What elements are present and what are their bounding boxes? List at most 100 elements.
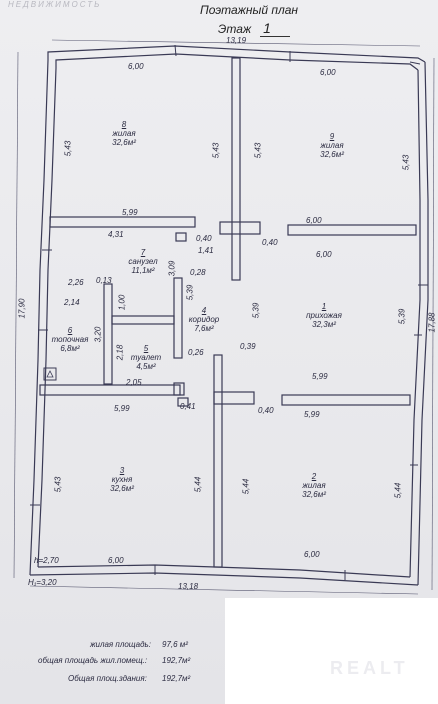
dim-040-c: 0,40 [258, 406, 274, 415]
dim-141: 1,41 [198, 246, 214, 255]
wall-center-lower-block [213, 391, 255, 405]
plan-title: Поэтажный план [200, 3, 299, 17]
outer-wall-bottom [29, 572, 419, 586]
dim-bottom-total: 13,18 [178, 582, 199, 591]
dim-600-top-left: 6,00 [128, 62, 144, 71]
dim-040-b: 0,40 [262, 238, 278, 247]
outer-wall-top [47, 45, 426, 63]
dim-line-top [51, 39, 421, 47]
dim-600-c: 6,00 [316, 250, 332, 259]
dim-539-a: 5,39 [185, 284, 195, 301]
dim-600-bottom-left: 6,00 [108, 556, 124, 565]
room-7: 7 санузел 11,1м² [128, 248, 158, 275]
wall-corridor-left [173, 277, 183, 359]
outer-wall-top-inner [55, 53, 419, 71]
dim-028: 0,28 [190, 268, 206, 277]
dim-226: 2,26 [68, 278, 84, 287]
room-9: 9 жилая 32,6м² [320, 132, 344, 159]
dim-309: 3,09 [167, 260, 177, 277]
dim-013: 0,13 [96, 276, 112, 285]
floor-underline [260, 36, 290, 37]
room-2: 2 жилая 32,6м² [302, 472, 326, 499]
dim-539-c: 5,39 [397, 308, 407, 325]
dim-320: 3,20 [93, 326, 103, 343]
floor-word: Этаж [218, 22, 252, 36]
wall-upper-center [231, 57, 241, 281]
dim-431: 4,31 [108, 230, 124, 239]
room-4: 4 коридор 7,6м² [188, 306, 220, 333]
wall-h-lower-right [281, 394, 411, 406]
wall-jamb-b [173, 382, 185, 396]
room-1: 1 прихожая 32,3м² [306, 302, 342, 329]
room-3: 3 кухня 32,6м² [110, 466, 134, 493]
dim-100: 1,00 [117, 294, 127, 311]
room-5: 5 туалет 4,5м² [130, 344, 162, 371]
window-top-a [174, 44, 177, 57]
floor-number: 1 [263, 20, 271, 36]
summary-total-bld-label: Общая площ.здания: [68, 674, 147, 683]
dim-line-right [431, 57, 435, 591]
dim-line-bottom [29, 585, 419, 595]
wall-center-block [219, 221, 261, 235]
dim-039: 0,39 [240, 342, 256, 351]
dim-544-c: 5,44 [393, 482, 403, 499]
dim-544-a: 5,44 [193, 476, 203, 493]
wall-toilet-top [111, 315, 175, 325]
room-8: 8 жилая 32,6м² [112, 120, 136, 147]
outer-wall-right [417, 61, 429, 586]
dim-line-left [13, 51, 19, 579]
wall-jamb-c [177, 397, 189, 407]
dim-599-c: 5,99 [114, 404, 130, 413]
dim-543-right: 5,43 [401, 154, 411, 171]
dim-599-d: 5,99 [304, 410, 320, 419]
dim-right-total: 17,88 [427, 312, 437, 333]
wall-h-upper-right [287, 224, 417, 236]
boiler-symbol [43, 367, 57, 381]
top-watermark: НЕДВИЖИМОСТЬ [8, 0, 102, 9]
dim-041: 0,41 [180, 402, 196, 411]
dim-214: 2,14 [64, 298, 80, 307]
wall-h-upper-left [49, 216, 196, 228]
dimension-lines [13, 39, 435, 595]
outer-wall-left [29, 59, 49, 576]
wall-jamb-a [175, 232, 187, 242]
summary-total-bld-value: 192,7м² [162, 674, 191, 683]
floor-label: Этаж 1 [218, 20, 271, 36]
dim-600-b: 6,00 [306, 216, 322, 225]
dim-600-bottom-right: 6,00 [304, 550, 320, 559]
dim-600-top-right: 6,00 [320, 68, 336, 77]
outer-wall-right-inner [409, 69, 421, 578]
dim-218: 2,18 [115, 344, 125, 361]
summary-living-value: 97,6 м² [162, 640, 188, 649]
window-top-c [409, 61, 421, 65]
wall-lines [29, 45, 429, 586]
wall-topochnaya-right [103, 283, 113, 385]
dim-599-a: 5,99 [122, 208, 138, 217]
ceiling-height-H: H₁=3,20 [28, 578, 57, 587]
dim-539-b: 5,39 [251, 302, 261, 319]
summary-living-label: жилая площадь: [90, 640, 151, 649]
windows [30, 44, 428, 580]
summary-total-res-value: 192,7м² [162, 656, 191, 665]
room-6: 6 топочная 6,8м² [51, 326, 89, 353]
dim-040-a: 0,40 [196, 234, 212, 243]
dim-543-left: 5,43 [63, 140, 73, 157]
boiler-mark [46, 370, 54, 378]
dim-599-b: 5,99 [312, 372, 328, 381]
outer-wall-left-inner [37, 67, 57, 568]
dim-top-total: 13,19 [226, 36, 247, 45]
dim-205: 2,05 [126, 378, 142, 387]
summary-total-res-label: общая площадь жил.помещ.: [38, 656, 148, 665]
dim-543-mid-2: 5,43 [253, 142, 263, 159]
dim-left-total: 17,90 [17, 298, 27, 319]
ceiling-height-h: h=2,70 [34, 556, 59, 565]
white-corner-area [225, 598, 438, 704]
dim-544-b: 5,44 [241, 478, 251, 495]
wall-h-lower-left [39, 384, 181, 396]
dim-026: 0,26 [188, 348, 204, 357]
wall-lower-center [213, 354, 223, 568]
brand-watermark: REALT [330, 658, 409, 678]
dim-543-lower-left: 5,43 [53, 476, 63, 493]
dim-543-mid-1: 5,43 [211, 142, 221, 159]
